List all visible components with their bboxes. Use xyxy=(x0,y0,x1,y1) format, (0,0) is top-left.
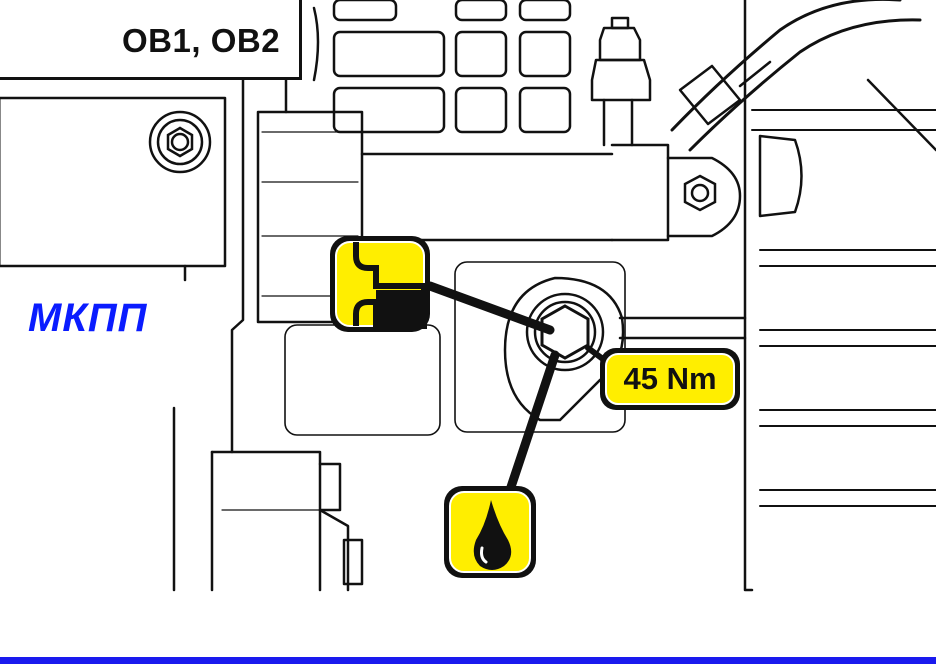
grid-cell xyxy=(332,86,446,134)
header-bracket xyxy=(312,6,320,82)
grid-cell xyxy=(518,30,572,78)
plug-pad xyxy=(454,261,626,433)
lower-nut xyxy=(342,538,364,586)
bleed-stem xyxy=(602,98,634,147)
torque-value: 45 Nm xyxy=(623,361,717,396)
grid-cell xyxy=(332,30,446,78)
mount-ear xyxy=(666,156,742,238)
bleed-cap xyxy=(598,26,642,62)
callout-leaders xyxy=(425,281,560,495)
transmission-type-label: МКПП xyxy=(28,296,148,340)
housing-panel-left xyxy=(0,96,227,268)
frame-post xyxy=(743,0,754,592)
mount-bolt-icon xyxy=(683,174,717,212)
variant-label: OB1, OB2 xyxy=(122,22,281,59)
lower-bracket xyxy=(318,508,350,592)
torque-callout-box xyxy=(600,348,740,410)
hex-bolt-icon xyxy=(148,110,212,174)
oil-drop-icon xyxy=(444,486,536,578)
grid-cell xyxy=(454,86,508,134)
lower-housing xyxy=(210,450,322,592)
hydraulic-line xyxy=(688,18,922,152)
pipe-coupler xyxy=(610,143,670,242)
grid-cell xyxy=(454,30,508,78)
bleed-valve xyxy=(590,58,652,102)
side-boss xyxy=(758,134,803,218)
pad-rail xyxy=(618,316,747,340)
lower-bolt xyxy=(318,462,342,512)
shaft-outline xyxy=(360,152,614,242)
line-fitting xyxy=(678,64,742,126)
fluid-level-icon xyxy=(330,236,430,332)
hydraulic-line xyxy=(670,0,902,132)
grid-cell xyxy=(454,0,508,22)
plug-pad-left xyxy=(284,324,441,436)
actuator-rib xyxy=(261,131,359,297)
frame-rib xyxy=(751,109,936,507)
bleed-tip xyxy=(610,16,630,30)
grid-cell xyxy=(332,0,398,22)
bottom-divider xyxy=(0,657,936,664)
grid-cell xyxy=(518,0,572,22)
frame-diagonal xyxy=(866,78,936,152)
grid-cell xyxy=(518,86,572,134)
variant-header xyxy=(0,0,302,80)
housing-line xyxy=(230,0,245,454)
